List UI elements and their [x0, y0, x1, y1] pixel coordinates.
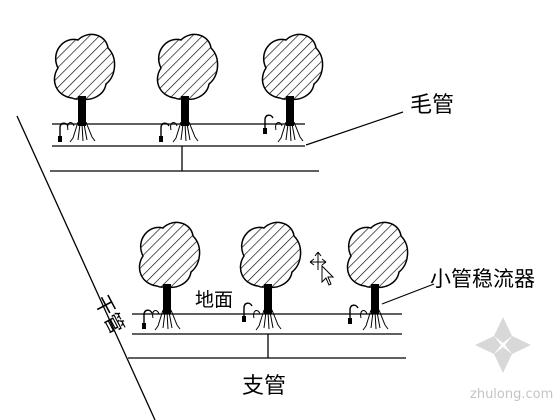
- main-pipe-label: 干管: [90, 291, 130, 338]
- capillary-leader-line: [305, 111, 404, 146]
- emitter-upper-2: [158, 122, 170, 143]
- watermark-text: zhulong.com: [470, 387, 553, 402]
- ground-label: 地面: [195, 289, 233, 311]
- emitter-label: 小管稳流器: [430, 267, 535, 291]
- tree-upper-2: [156, 33, 219, 143]
- tree-upper-3: [261, 33, 324, 143]
- branch-pipe-label: 支管: [242, 374, 286, 399]
- upper-group: 毛管: [50, 33, 454, 172]
- tree-upper-1: [53, 33, 116, 143]
- move-cursor-icon: [309, 251, 335, 286]
- emitter-upper-1: [57, 122, 69, 143]
- emitter-lower-1: [141, 309, 153, 330]
- emitter-lower-2: [241, 302, 253, 323]
- lower-group: 小管稳流器 地面 支管: [128, 221, 535, 399]
- capillary-pipe-label: 毛管: [410, 93, 454, 118]
- emitter-leader-line: [381, 283, 435, 305]
- main-pipe: [16, 115, 156, 420]
- watermark-logo: [475, 317, 531, 373]
